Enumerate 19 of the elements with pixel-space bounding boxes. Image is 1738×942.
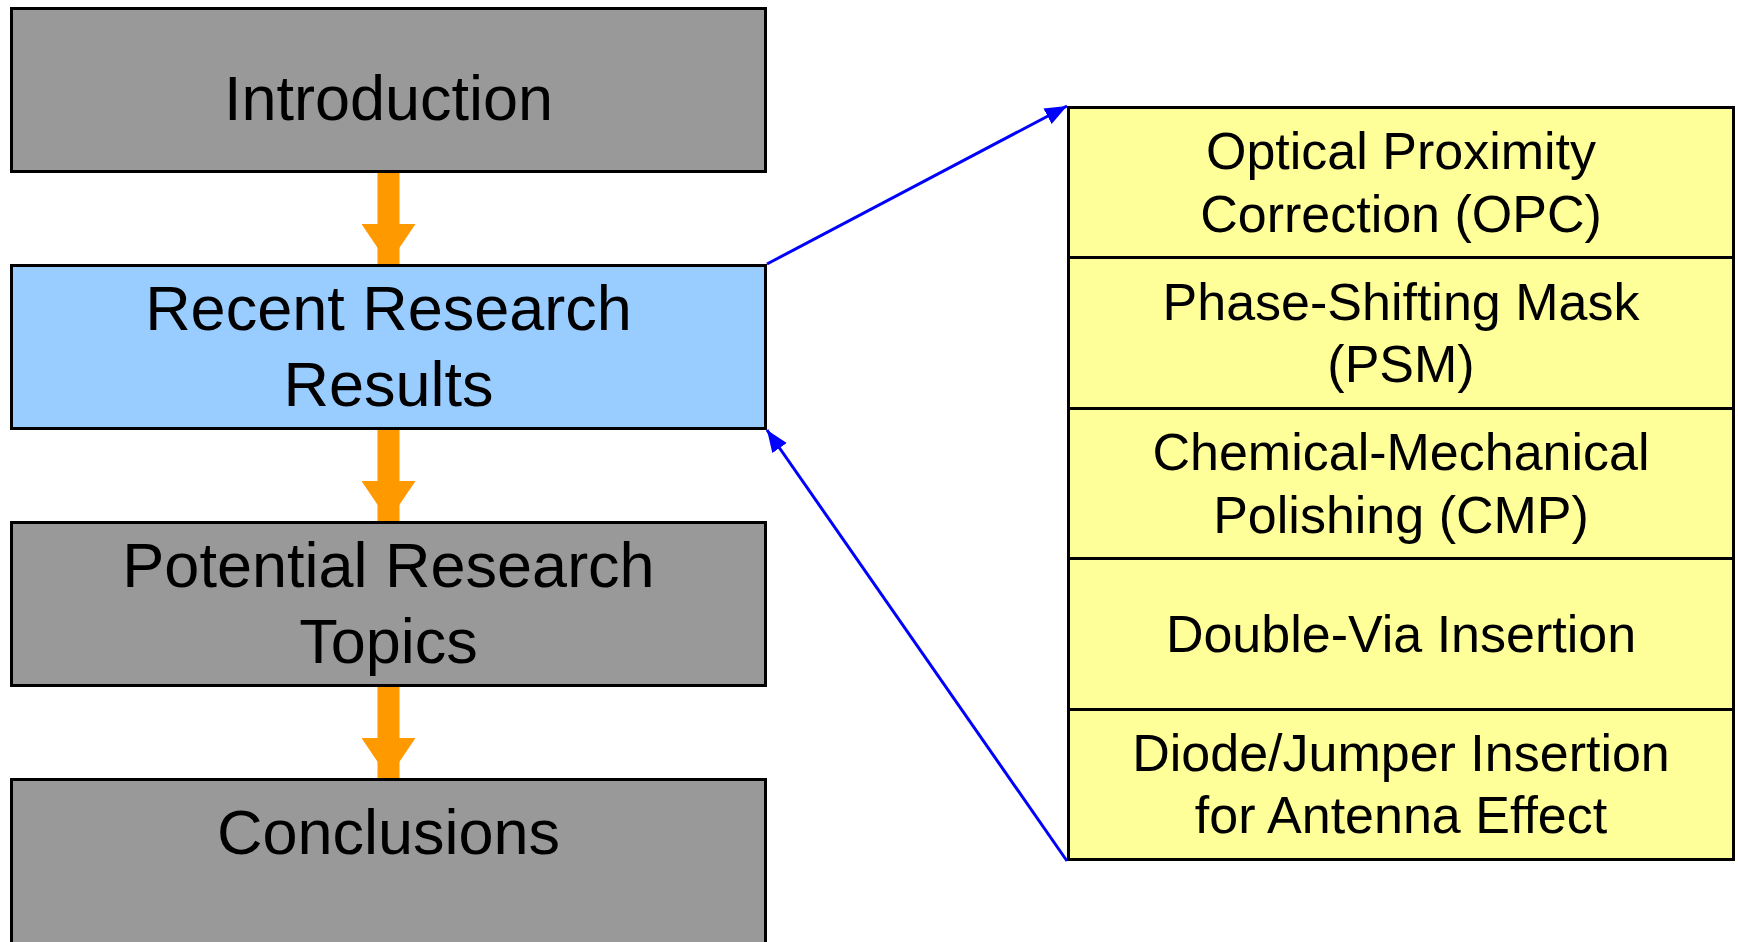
row-text: Diode/Jumper Insertion for Antenna Effect (1131, 722, 1671, 847)
section-title: Recent Research Results (144, 272, 633, 421)
section-title: Conclusions (216, 796, 561, 869)
section-title: Potential Research Topics (121, 529, 656, 678)
arrow (766, 104, 1068, 266)
section-box (10, 264, 767, 430)
section-box (10, 7, 767, 173)
section-box (10, 521, 767, 687)
arrow (361, 687, 416, 778)
arrow (361, 173, 416, 264)
arrow (361, 430, 416, 521)
arrow (765, 429, 1069, 862)
table-panel (1067, 106, 1735, 861)
row-text: Optical Proximity Correction (OPC) (1199, 121, 1603, 245)
section-box (10, 778, 767, 942)
row-text: Double-Via Insertion (1165, 603, 1637, 665)
section-title: Introduction (223, 62, 554, 136)
row-text: Chemical-Mechanical Polishing (CMP) (1151, 422, 1651, 546)
row-text: Phase-Shifting Mask (PSM) (1161, 271, 1641, 396)
